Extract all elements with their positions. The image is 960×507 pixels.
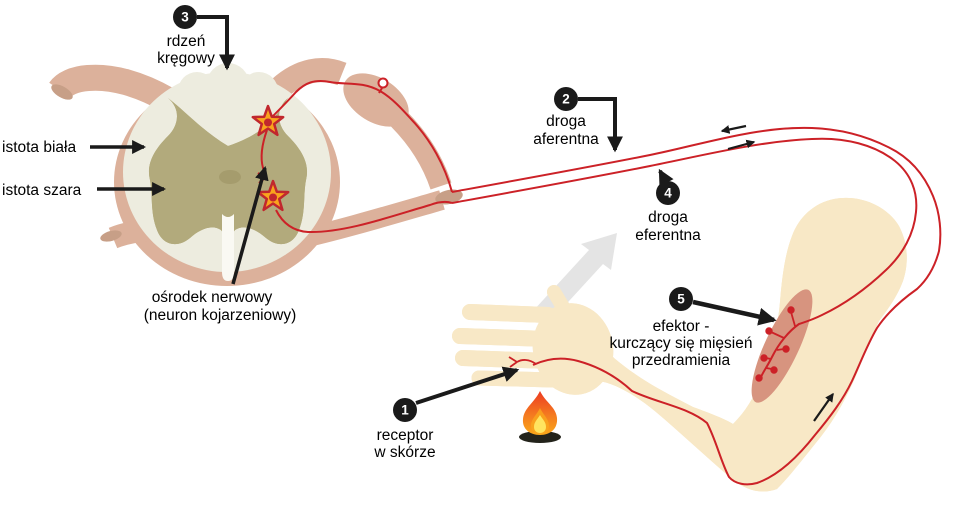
skin-receptor-ending: [508, 356, 537, 368]
afferent-nerve-fiber: [451, 126, 942, 486]
nerve-cut-end: [435, 189, 463, 205]
number-badge: [669, 287, 693, 311]
pointer-line: [692, 299, 777, 326]
afferent-direction-arrow: [720, 124, 747, 134]
number-badge: [173, 5, 197, 29]
impulse-direction-arrows: [720, 124, 834, 422]
forearm-muscle: [751, 289, 813, 403]
association-neurons: [251, 104, 290, 212]
label-text: przedramienia: [632, 352, 731, 369]
flame-icon: [519, 391, 561, 443]
badge-number: 1: [401, 403, 409, 418]
label-afferent-path: 2 droga aferentna: [533, 87, 623, 153]
label-nerve-center: ośrodek nerwowy (neuron kojarzeniowy): [144, 165, 297, 324]
label-text: (neuron kojarzeniowy): [144, 307, 297, 324]
pointer-line: [578, 97, 623, 153]
label-efferent-path: 4 droga eferentna: [635, 168, 701, 244]
label-text: ośrodek nerwowy: [152, 289, 273, 306]
badge-number: 4: [664, 186, 672, 201]
flame-core: [534, 415, 546, 433]
efferent-nerve-fiber: [451, 137, 918, 378]
white-matter-lobe: [207, 63, 249, 105]
badge-number: 3: [181, 10, 189, 25]
label-text: istota szara: [2, 182, 82, 199]
label-spinal-cord: 3 rdzeń kręgowy: [157, 5, 235, 71]
number-badge: [393, 398, 417, 422]
white-matter-lobe: [240, 72, 278, 110]
label-text: eferentna: [635, 227, 701, 244]
pointer-line: [658, 168, 674, 187]
motor-end-plates: [755, 306, 796, 382]
label-text: aferentna: [533, 131, 599, 148]
label-text: kurczący się mięsień: [610, 335, 753, 352]
central-canal: [219, 170, 241, 184]
pointer-line: [231, 165, 269, 285]
arm-impulse-direction-arrow: [813, 392, 834, 422]
pointer-line: [415, 366, 520, 405]
label-text: droga: [648, 209, 688, 226]
number-badge: [656, 181, 680, 205]
root-cut-end: [51, 84, 73, 100]
label-text: w skórze: [373, 444, 435, 461]
sensory-fiber-in-cord: [268, 80, 453, 193]
spinal-cord-illustration: [49, 58, 463, 286]
white-matter-lobe: [178, 72, 216, 110]
pointer-line: [197, 15, 235, 71]
spinal-ganglion: [343, 73, 409, 127]
flame-base: [519, 431, 561, 443]
sensory-neuron-soma: [377, 77, 389, 89]
dorsal-root-left: [49, 64, 175, 112]
label-text: kręgowy: [157, 50, 215, 67]
anterior-fissure: [222, 214, 234, 281]
badge-number: 5: [677, 292, 685, 307]
label-gray-matter: istota szara: [2, 182, 167, 199]
label-text: receptor: [377, 427, 434, 444]
root-cut-end: [100, 230, 122, 242]
label-text: rdzeń: [167, 33, 206, 50]
label-effector: 5 efektor - kurczący się mięsień przedra…: [610, 287, 777, 369]
label-text: droga: [546, 113, 586, 130]
ventral-root-right: [292, 190, 445, 250]
label-text: efektor -: [653, 318, 710, 335]
neuron-nucleus: [269, 193, 277, 202]
motor-fiber-out-of-cord: [275, 200, 453, 234]
label-receptor: 1 receptor w skórze: [373, 366, 520, 461]
soma-stem: [378, 87, 383, 94]
label-white-matter: istota biała: [2, 139, 147, 156]
dorsal-root-descending: [390, 110, 452, 190]
badge-number: 2: [562, 92, 570, 107]
neuron-nucleus: [264, 118, 272, 127]
dorsal-root-right: [271, 58, 347, 98]
number-badge: [554, 87, 578, 111]
efferent-direction-arrow: [727, 139, 756, 151]
label-text: istota biała: [2, 139, 76, 156]
